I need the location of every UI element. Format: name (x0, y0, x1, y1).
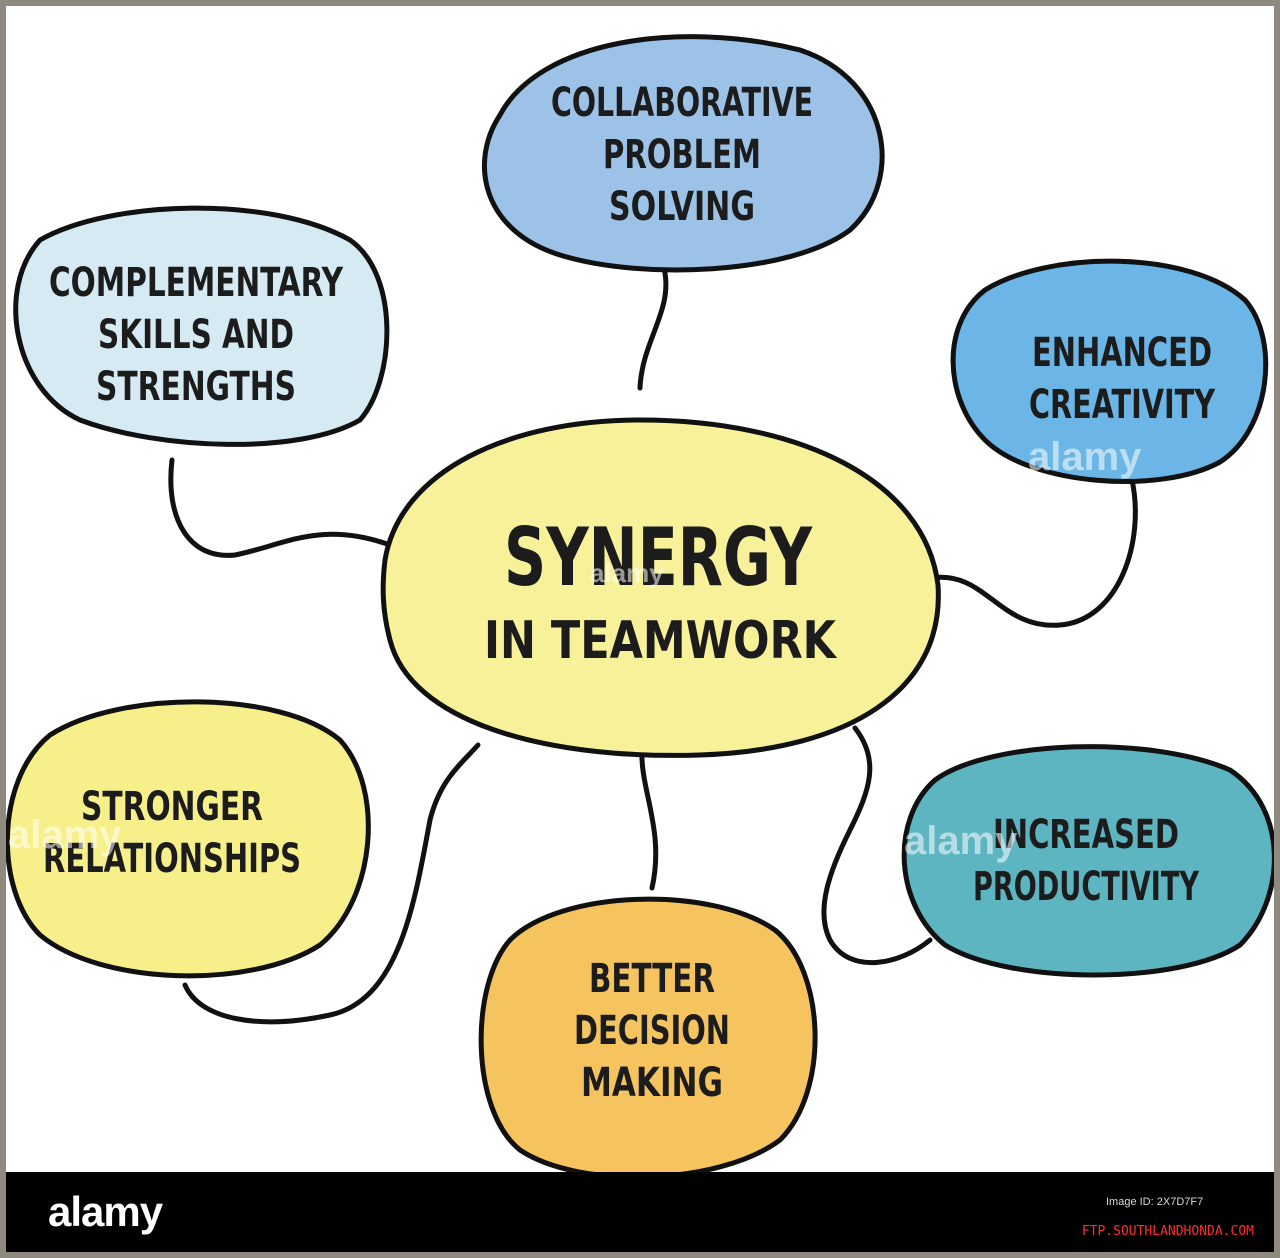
watermark-center: alamy (590, 558, 664, 588)
node-complementary-line-2: SKILLS AND (98, 312, 294, 358)
node-increased-line-1: INCREASED (993, 812, 1179, 858)
node-enhanced-line-2: CREATIVITY (1029, 382, 1216, 428)
node-collaborative-line-2: PROBLEM (603, 132, 761, 178)
node-better-line-2: DECISION (574, 1008, 730, 1054)
node-complementary-bubble (13, 205, 390, 447)
connector-collaborative (637, 265, 669, 391)
watermark-increased: alamy (904, 819, 1018, 863)
node-stronger-bubble (6, 699, 371, 979)
site-url-label: FTP.SOUTHLANDHONDA.COM (1081, 1224, 1254, 1239)
center-bubble (380, 417, 941, 758)
mind-map: COLLABORATIVE PROBLEM SOLVING COMPLEMENT… (6, 34, 1274, 1180)
center-title: SYNERGY (504, 511, 813, 604)
node-enhanced-bubble (950, 258, 1269, 484)
node-complementary-line-3: STRENGTHS (96, 364, 296, 410)
watermark-left: alamy (8, 813, 122, 857)
connector-better (639, 747, 659, 891)
footer-logo: alamy (48, 1188, 163, 1235)
image-id-label: Image ID: 2X7D7F7 (1106, 1196, 1204, 1208)
node-better-bubble (478, 896, 818, 1180)
diagram-canvas: COLLABORATIVE PROBLEM SOLVING COMPLEMENT… (6, 6, 1274, 1252)
node-collaborative-line-1: COLLABORATIVE (551, 80, 813, 126)
node-better-line-3: MAKING (581, 1060, 723, 1106)
node-collaborative-line-3: SOLVING (609, 184, 755, 230)
node-stronger-line-2: RELATIONSHIPS (43, 836, 301, 882)
connector-complementary (168, 457, 393, 558)
connector-enhanced (929, 477, 1138, 628)
connector-stronger (182, 742, 481, 1025)
footer-bar: alamy Image ID: 2X7D7F7 FTP.SOUTHLANDHON… (6, 1172, 1274, 1252)
node-collaborative-bubble (481, 34, 885, 273)
node-better-line-1: BETTER (589, 956, 715, 1002)
center-subtitle: IN TEAMWORK (484, 611, 838, 671)
node-increased-bubble (901, 744, 1274, 978)
node-stronger-line-1: STRONGER (81, 784, 263, 830)
watermark-right: alamy (1028, 435, 1142, 479)
node-enhanced-line-1: ENHANCED (1032, 330, 1212, 376)
connector-increased (821, 725, 933, 965)
node-increased-line-2: PRODUCTIVITY (973, 864, 1200, 910)
node-complementary-line-1: COMPLEMENTARY (49, 260, 344, 306)
